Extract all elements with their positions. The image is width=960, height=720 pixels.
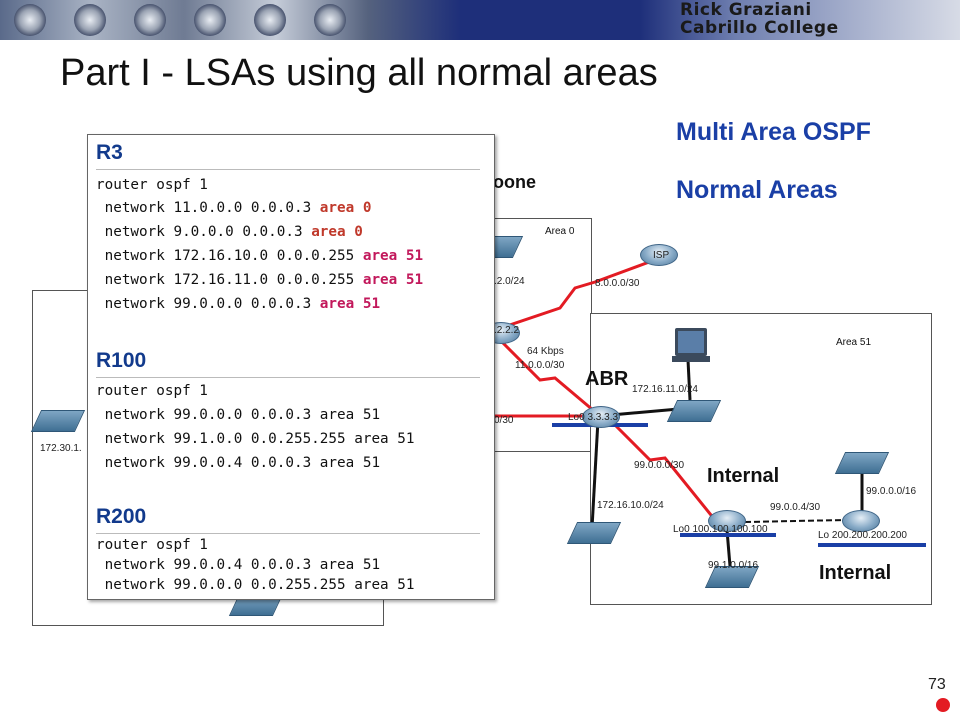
r3-r100-serial-link [608,418,717,521]
r200-config-title: R200 [96,505,147,528]
net-label-2: 8.0.0.0/30 [595,278,640,289]
subtitle-multi-area: Multi Area OSPF [676,118,871,146]
r200-loopback-bar [818,543,926,547]
net-label-5: 11.0.0.0/30 [515,360,565,371]
r100-network-line: network 99.0.0.4 0.0.0.3 area 51 [96,455,381,471]
area-keyword: area 51 [319,296,381,312]
gear-icon [14,4,46,36]
net-label-6: 0/30 [494,415,514,426]
r200-network-line: network 99.0.0.0 0.0.255.255 area 51 [96,577,415,593]
r3-network-line: network 172.16.10.0 0.0.0.255 area 51 [96,248,424,264]
red-dot-marker [936,698,950,712]
r200-divider [96,533,480,534]
area-keyword: area 0 [311,224,363,240]
r3-config-title: R3 [96,141,123,164]
area-keyword: area 51 [362,248,424,264]
gear-icon [134,4,166,36]
r3-divider [96,169,480,170]
slide-number: 73 [928,676,946,693]
r200-router-icon [842,510,880,532]
gear-icon [194,4,226,36]
author-line-1: Rick Graziani [680,0,812,20]
pc-link [686,359,692,401]
header-banner: Rick Graziani Cabrillo College [0,0,960,40]
author-line-2: Cabrillo College [680,18,839,38]
area-keyword: area 51 [362,272,424,288]
net-label-10: 99.0.0.4/30 [770,502,821,513]
backbone-label-partial: oone [493,172,536,192]
subtitle-normal-areas: Normal Areas [676,176,838,204]
r100-network-line: network 99.0.0.0 0.0.0.3 area 51 [96,407,381,423]
net-label-1: .2.0/24 [494,276,525,287]
r100-config-title: R100 [96,349,147,372]
author-name: Rick Graziani Cabrillo College [680,1,839,37]
r3-network-cmd: network 99.0.0.0 0.0.0.3 [96,296,320,312]
isp-router-icon [640,244,678,266]
r3-loopback-label: Lo0 3.3.3.3 [568,412,619,423]
gear-icon [254,4,286,36]
area0-label: Area 0 [545,226,575,237]
r200-router-cmd: router ospf 1 [96,537,208,553]
r200-loopback-label: Lo 200.200.200.200 [818,530,907,541]
banner-brand [640,0,960,40]
pc-icon [675,328,707,356]
banner-photo [0,0,460,40]
pc-base-icon [672,356,710,362]
r100-router-cmd: router ospf 1 [96,383,208,399]
net-label-11: 99.0.0.0/16 [866,486,917,497]
isp-label: ISP [653,250,670,261]
r3-router-cmd: router ospf 1 [96,177,208,193]
ospf-config-panel: R3 router ospf 1 network 11.0.0.0 0.0.0.… [87,134,495,600]
r100-divider [96,377,480,378]
r200-network-line: network 99.0.0.4 0.0.0.3 area 51 [96,557,381,573]
area-keyword: area 0 [319,200,372,216]
abr-label: ABR [585,368,629,390]
left-net-label: 172.30.1. [40,443,82,454]
r3-network-line: network 99.0.0.0 0.0.0.3 area 51 [96,296,380,312]
r3-network-line: network 172.16.11.0 0.0.0.255 area 51 [96,272,424,288]
r3-router-icon [582,406,620,428]
net-label-4: 64 Kbps [527,346,564,357]
r100-network-line: network 99.1.0.0 0.0.255.255 area 51 [96,431,415,447]
r100-loopback-label: Lo0 100.100.100.100 [673,524,768,535]
gear-icon [74,4,106,36]
r2-r3-serial-link [498,338,601,418]
r3-network-cmd: network 11.0.0.0 0.0.0.3 [96,200,320,216]
slide-title: Part I - LSAs using all normal areas [60,52,658,94]
r100-r200-link [744,519,846,523]
area51-label: Area 51 [836,337,872,348]
net-label-9: 172.16.10.0/24 [597,500,664,511]
r100-router-icon [708,510,746,532]
r3-network-line: network 9.0.0.0 0.0.0.3 area 0 [96,224,363,240]
isp-serial-link [494,256,661,332]
r3-network-cmd: network 172.16.11.0 0.0.0.255 [96,272,363,288]
net-label-7: 172.16.11.0/24 [632,384,698,395]
r3-network-cmd: network 9.0.0.0 0.0.0.3 [96,224,312,240]
r100-loopback-bar [680,533,776,537]
r3-lan10-link [590,419,600,529]
net-label-12: 99.1.0.0/16 [708,560,759,571]
gear-icon [314,4,346,36]
net-label-8: 99.0.0.0/30 [634,460,685,471]
r3-network-cmd: network 172.16.10.0 0.0.0.255 [96,248,363,264]
r3-network-line: network 11.0.0.0 0.0.0.3 area 0 [96,200,372,216]
net-label-3: .2.2.2 [494,325,520,336]
internal-label-1: Internal [707,465,780,487]
internal-label-2: Internal [819,562,892,584]
